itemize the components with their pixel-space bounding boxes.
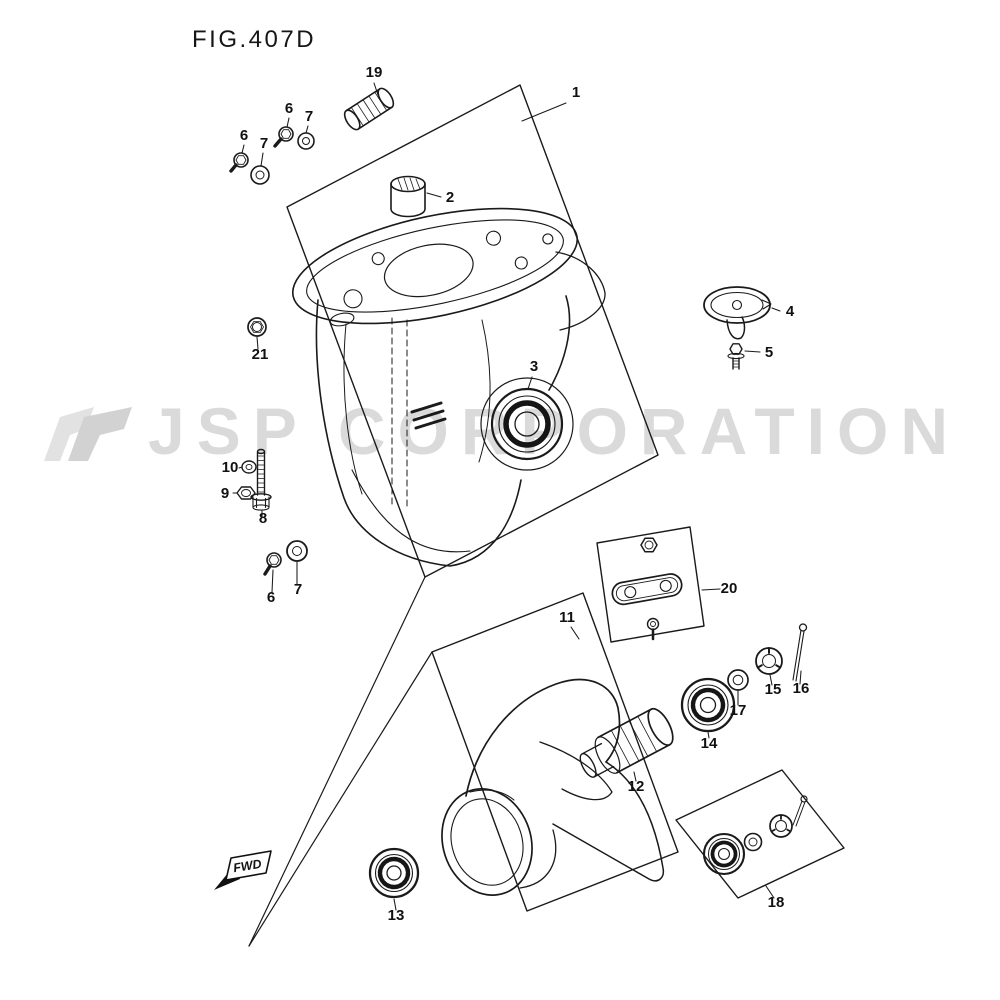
callout-7a: 7	[305, 108, 313, 125]
callout-5: 5	[765, 344, 773, 361]
callout-17: 17	[730, 702, 747, 719]
trim-tab-part4	[703, 286, 772, 340]
fwd-label: FWD	[232, 857, 262, 875]
figure-title: FIG.407D	[192, 26, 317, 53]
bearing-part3	[490, 387, 564, 461]
lower-boundary-box	[431, 592, 679, 912]
callout-11: 11	[559, 609, 575, 626]
callout-7b: 7	[260, 135, 268, 152]
callout-6a: 6	[285, 100, 293, 117]
lower-housing-part11	[441, 678, 665, 896]
bearing-part14	[680, 677, 736, 733]
callout-1: 1	[572, 84, 580, 101]
callout-9: 9	[221, 485, 229, 502]
bolt-part6-c	[263, 552, 282, 576]
watermark-logo-icon	[44, 407, 132, 461]
sleeve-part19	[343, 87, 395, 131]
castle-nut-part15	[755, 647, 783, 675]
callout-20: 20	[721, 580, 738, 597]
projection-line-upper	[248, 576, 426, 947]
leader-lines	[232, 82, 802, 911]
gear-case-housing-part1	[291, 207, 606, 567]
washer-part7-a	[297, 132, 315, 150]
kit-20-parts	[611, 537, 683, 641]
callout-3: 3	[530, 358, 538, 375]
washer-part17	[727, 669, 749, 691]
callout-8: 8	[259, 510, 267, 527]
bolt-part6-b	[229, 152, 249, 173]
callout-16: 16	[793, 680, 810, 697]
callout-10: 10	[222, 459, 239, 476]
washer-part7-b	[250, 165, 270, 185]
callout-14: 14	[701, 735, 718, 752]
seal-part13	[368, 847, 420, 899]
kit-20-box	[596, 526, 705, 643]
callout-6b: 6	[240, 127, 248, 144]
kit-18-box	[675, 769, 845, 899]
bearing-carrier-part12	[579, 707, 674, 778]
cotter-pin-part16	[792, 623, 808, 682]
bolt-part5	[727, 343, 745, 370]
callout-7c: 7	[294, 581, 302, 598]
nut-part9	[236, 486, 256, 500]
callout-18: 18	[768, 894, 785, 911]
callout-12: 12	[628, 778, 645, 795]
fwd-flag	[225, 850, 272, 881]
callout-21: 21	[252, 346, 269, 363]
callout-19: 19	[366, 64, 383, 81]
fwd-marker: FWD	[214, 850, 272, 890]
callout-6c: 6	[267, 589, 275, 606]
callout-2: 2	[446, 189, 454, 206]
water-inlet-slats	[410, 401, 447, 430]
bolt-part6-a	[273, 126, 294, 148]
projection-line-lower	[248, 651, 433, 947]
washer-part7-c	[286, 540, 308, 562]
bolt-part8	[250, 448, 272, 511]
bushing-part2	[390, 175, 426, 218]
washer-part10	[241, 460, 257, 474]
callout-13: 13	[388, 907, 405, 924]
nut-part21	[247, 317, 267, 337]
callout-4: 4	[786, 303, 795, 320]
callout-labels: 19 6 7 6 7 1 2 21 4 5 3 10 9 8 6 7 20 11…	[221, 64, 810, 924]
kit-18-parts	[702, 795, 808, 876]
upper-boundary-box	[286, 84, 659, 578]
callout-15: 15	[765, 681, 782, 698]
